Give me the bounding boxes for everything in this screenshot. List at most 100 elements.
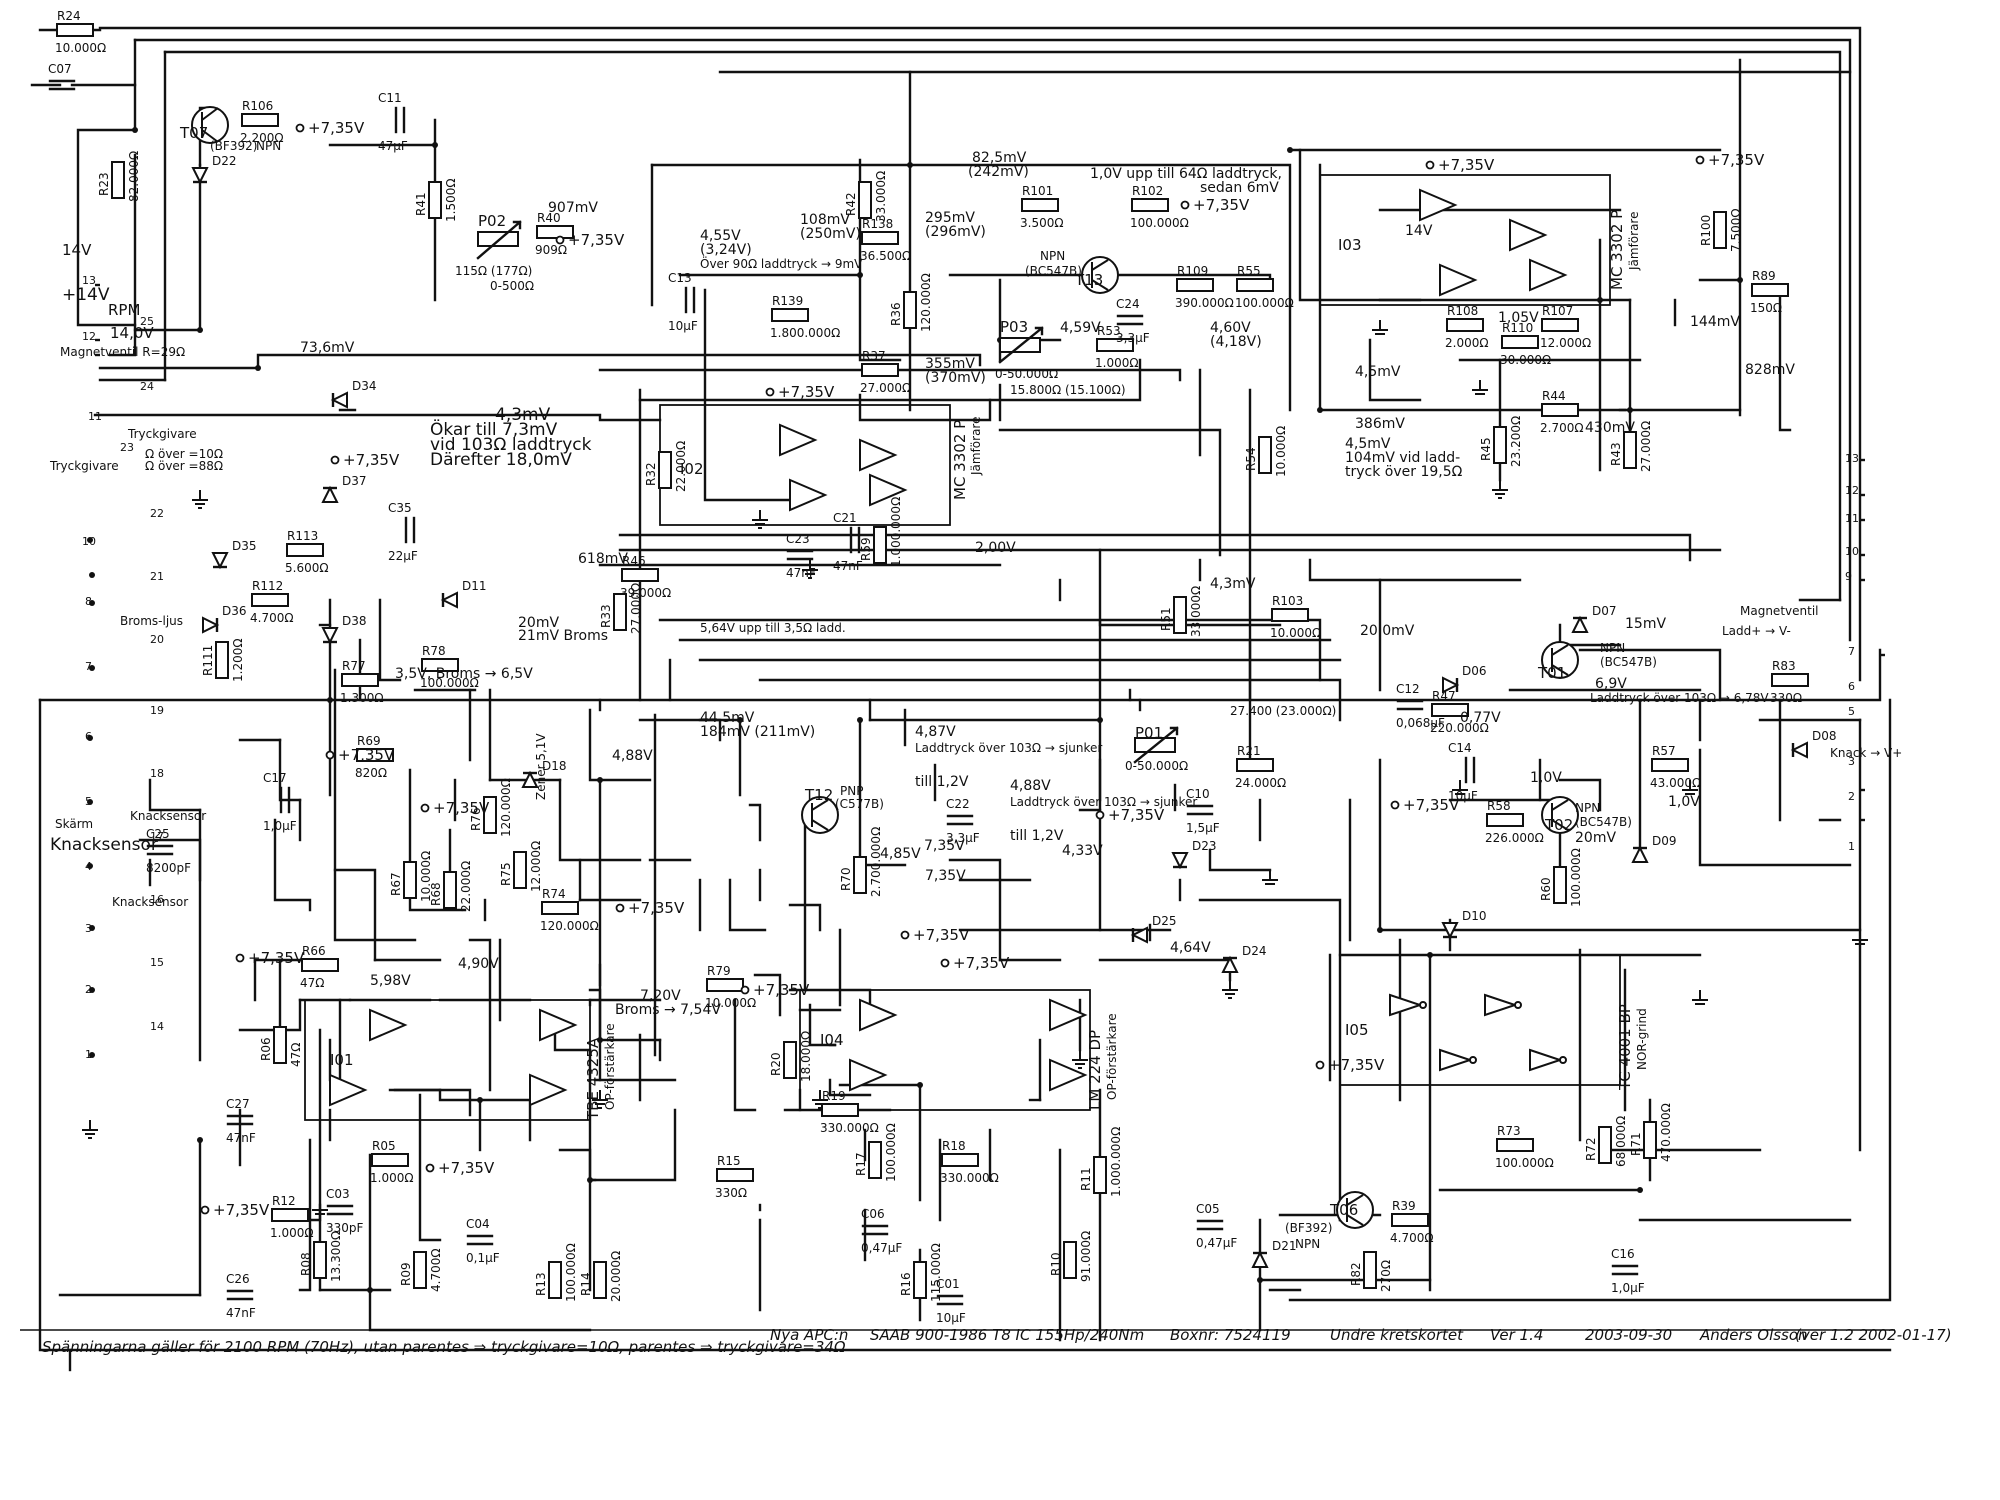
resistor-R76-value: 120.000Ω xyxy=(499,778,513,837)
supply-text: +7,35V xyxy=(248,949,305,967)
resistor-R70-value: 2.700.000Ω xyxy=(869,827,883,897)
junction-dots xyxy=(132,127,1743,1293)
pin-3: 3 xyxy=(85,922,92,935)
supply-label-17: +7,35V xyxy=(1315,1056,1385,1074)
diode-D09-name: D09 xyxy=(1652,834,1677,848)
resistor-R45-name: R45 xyxy=(1479,437,1493,461)
pin-dots xyxy=(87,537,95,1058)
note-n1: 82,5mV xyxy=(972,150,1027,166)
capacitor-C23-value: 47nF xyxy=(786,566,816,580)
note-n38: 15mV xyxy=(1625,616,1666,632)
diode-D18-name: D18 xyxy=(542,759,567,773)
capacitor-C24-name: C24 xyxy=(1116,297,1140,311)
resistor-R59-name: R59 xyxy=(859,537,873,561)
diode-D34: D34 xyxy=(330,379,377,409)
pin-22: 22 xyxy=(150,507,164,520)
diode-D37: D37 xyxy=(321,474,367,503)
pin-6: 6 xyxy=(85,730,92,743)
resistor-R73-name: R73 xyxy=(1497,1124,1521,1138)
resistor-R51-name: R51 xyxy=(1159,607,1173,631)
transistor-T12 xyxy=(801,796,839,834)
diode-D22-name: D22 xyxy=(212,154,237,168)
capacitor-C10-value: 1,5µF xyxy=(1186,821,1220,835)
pin-23: 23 xyxy=(120,441,134,454)
resistor-R103-name: R103 xyxy=(1272,594,1303,608)
pin-14: 14 xyxy=(150,1020,164,1033)
resistor-R55-value: 100.000Ω xyxy=(1235,296,1294,310)
supply-text: +7,35V xyxy=(778,383,835,401)
resistor-R12-name: R12 xyxy=(272,1194,296,1208)
pin-label-skarm: Skärm xyxy=(55,817,93,831)
resistor-R20-value: 18.000Ω xyxy=(799,1031,813,1082)
ic-I04-desc: OP-förstärkare xyxy=(1105,1013,1119,1100)
ic-I01: I01 TBE 4325A OP-förstärkare xyxy=(304,999,617,1121)
supply-label-11: +7,35V xyxy=(235,949,305,967)
footer-prev: (ver 1.2 2002-01-17) xyxy=(1795,1326,1952,1344)
resistor-R06-value: 47Ω xyxy=(289,1043,303,1067)
note-n20: 2,00V xyxy=(975,540,1016,556)
resistor-R79-name: R79 xyxy=(707,964,731,978)
supply-text: +7,35V xyxy=(1328,1056,1385,1074)
supply-label-8: +7,35V xyxy=(420,799,490,817)
supply-text: +7,35V xyxy=(213,1201,270,1219)
pin-1: 1 xyxy=(85,1048,92,1061)
pin-18: 18 xyxy=(150,767,164,780)
pin-r3: 3 xyxy=(1848,755,1855,768)
resistor-R100-value: 7.500Ω xyxy=(1729,208,1743,252)
resistor-R15-value: 330Ω xyxy=(715,1186,747,1200)
diode-D11: D11 xyxy=(440,579,487,609)
capacitor-C11-value: 47µF xyxy=(378,139,408,153)
resistor-R20: R20 18.000Ω xyxy=(769,1031,813,1082)
resistor-R77-name: R77 xyxy=(342,659,366,673)
transistor-T07-name: T07 xyxy=(179,124,208,142)
resistor-R68-name: R68 xyxy=(429,882,443,906)
footer-version: Ver 1.4 xyxy=(1490,1326,1543,1344)
note-n6: 907mV xyxy=(548,200,598,216)
diode-D36: D36 xyxy=(202,604,247,634)
resistor-R20-name: R20 xyxy=(769,1052,783,1076)
resistor-R113-value: 5.600Ω xyxy=(285,561,329,575)
note-n36: 4,90V xyxy=(458,956,499,972)
pin-label-tryckgivare-b: Tryckgivare xyxy=(49,459,119,473)
voltage-notes: 82,5mV (242mV) 1,0V upp till 64Ω laddtry… xyxy=(300,150,1795,1018)
transistor-T06 xyxy=(1336,1191,1374,1229)
capacitor-C35-name: C35 xyxy=(388,501,412,515)
note-n3c: Över 90Ω laddtryck → 9mV xyxy=(700,255,863,271)
pot-P03: P03 0-50.000Ω 15.800Ω (15.100Ω) xyxy=(995,318,1126,397)
pin-label-under: Ω över =88Ω xyxy=(145,459,223,473)
diode-D06-name: D06 xyxy=(1462,664,1487,678)
pin-label-knack: Knack → V+ xyxy=(1830,746,1902,760)
resistor-R06-name: R06 xyxy=(259,1037,273,1061)
resistor-R21-name: R21 xyxy=(1237,744,1261,758)
resistor-R23-name: R23 xyxy=(97,172,111,196)
note-n35: 5,98V xyxy=(370,973,411,989)
diode-D24-name: D24 xyxy=(1242,944,1267,958)
ic-I01-name: I01 xyxy=(330,1051,354,1069)
supply-text: +7,35V xyxy=(568,231,625,249)
resistor-R111-value: 1.200Ω xyxy=(231,638,245,682)
resistor-R71-name: R71 xyxy=(1629,1132,1643,1156)
resistor-R108-name: R108 xyxy=(1447,304,1478,318)
pin-label-broms: Broms-ljus xyxy=(120,614,183,628)
footer-nya-apc: Nya APC:n xyxy=(770,1326,848,1344)
pin-7: 7 xyxy=(85,660,92,673)
